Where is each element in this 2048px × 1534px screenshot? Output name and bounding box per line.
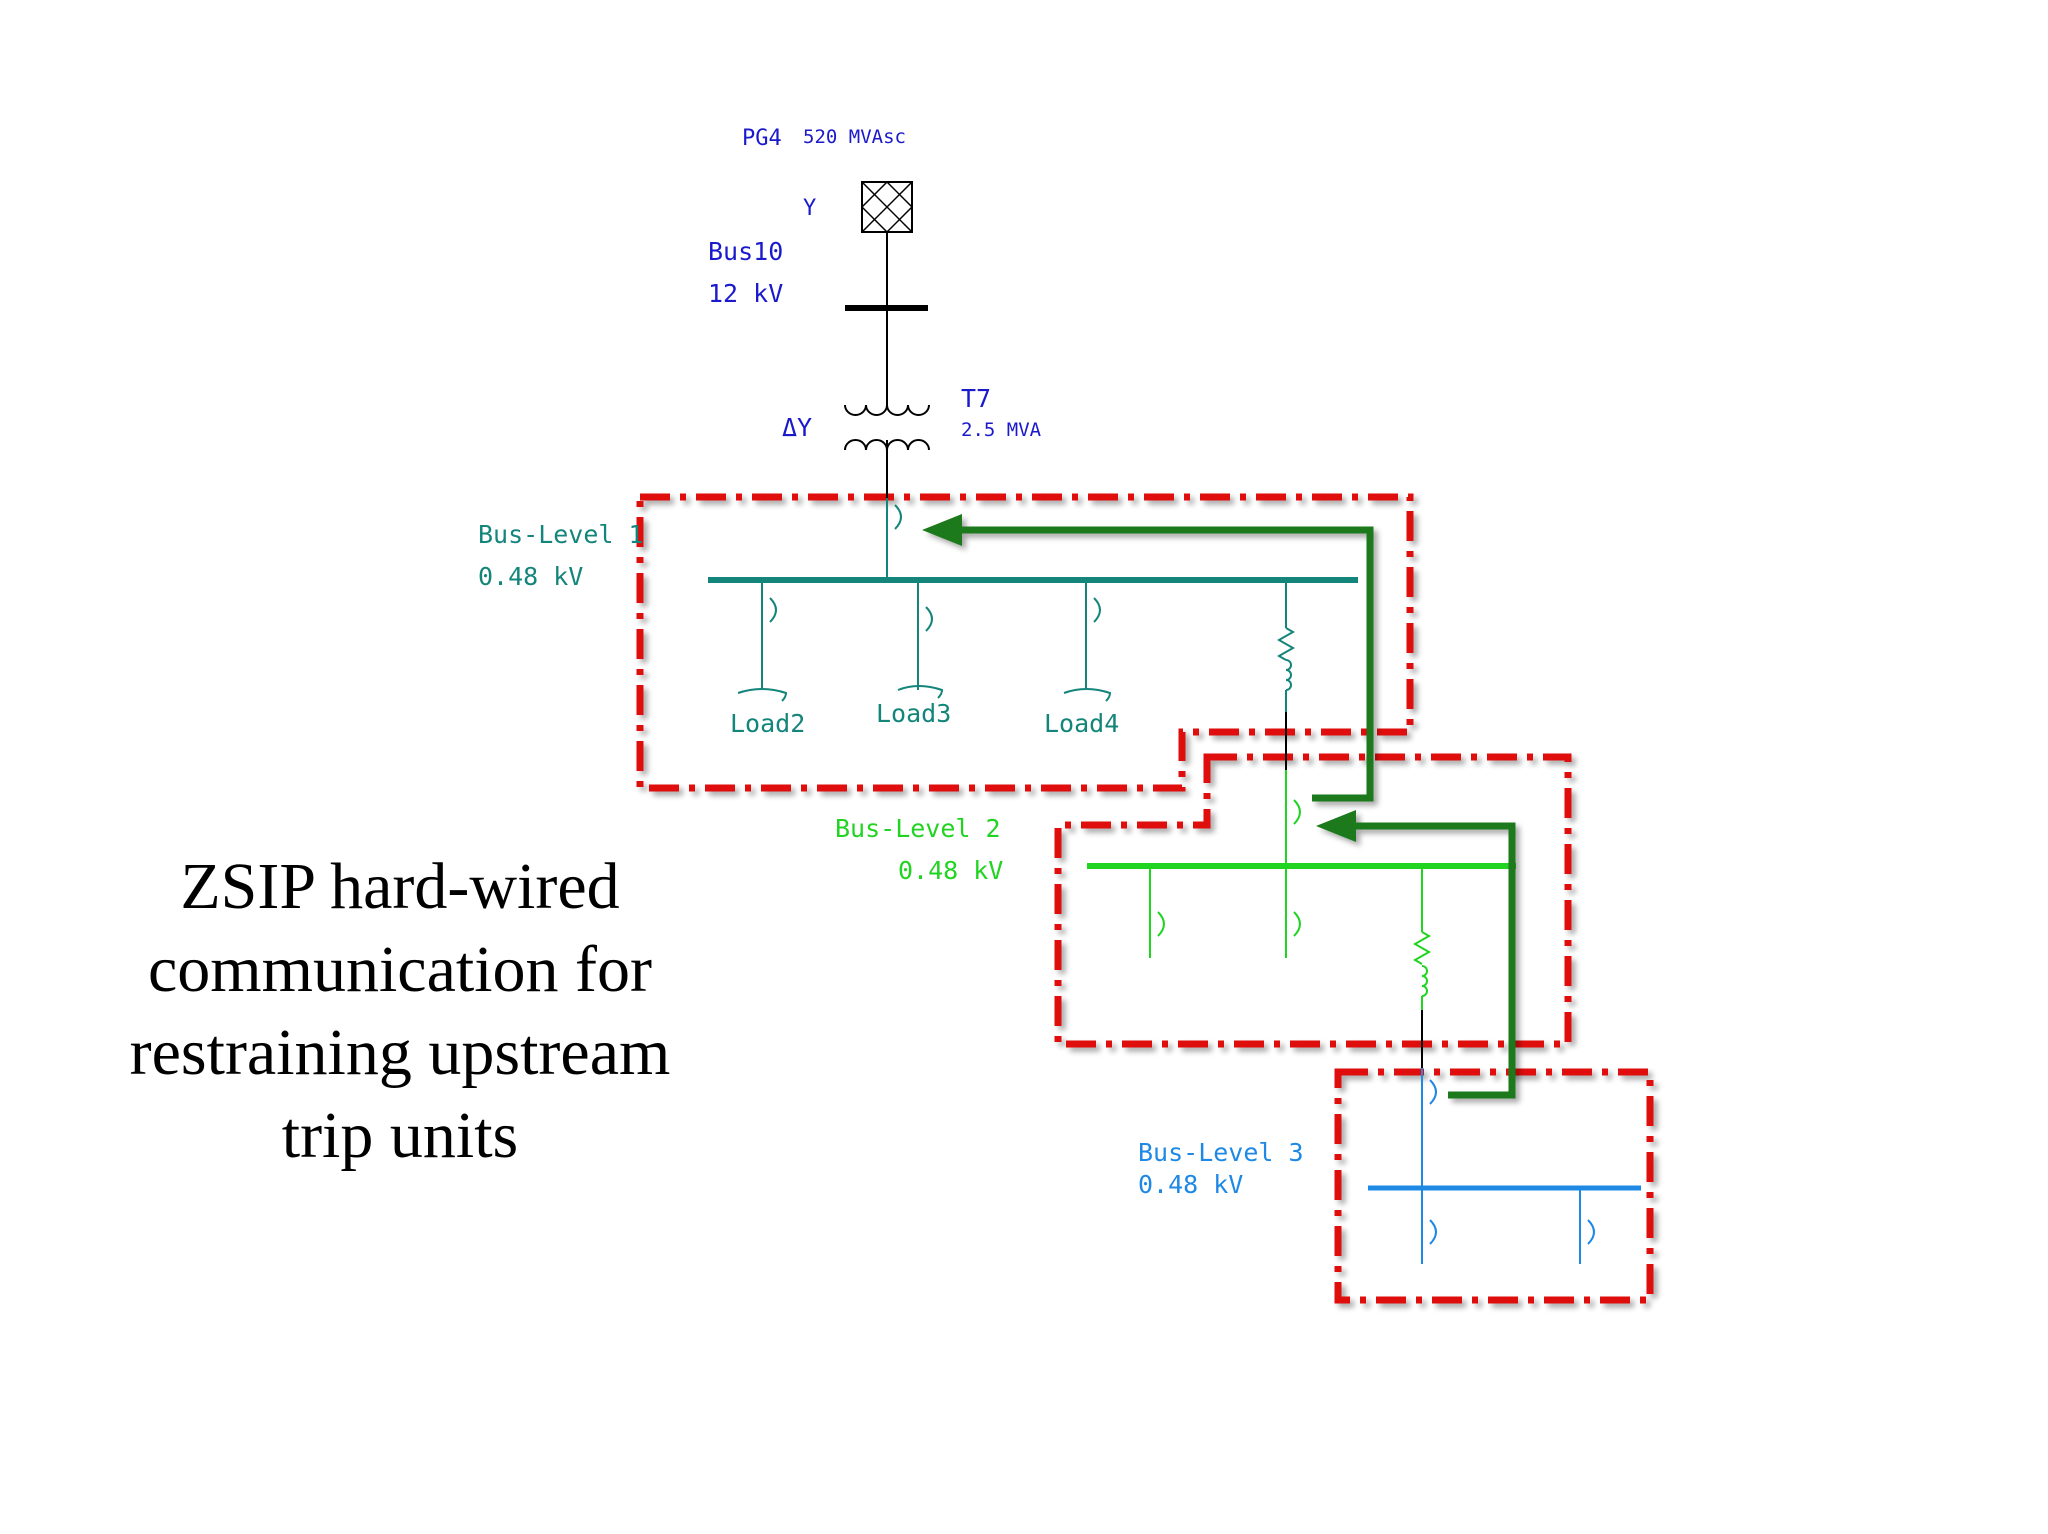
zsi-signal-level2-to-level1 — [960, 526, 1374, 802]
utility-source-hatch-icon — [861, 181, 913, 233]
source-rating: 520 MVAsc — [803, 126, 906, 148]
load3-symbol-icon — [897, 685, 944, 699]
bus-level-3-voltage: 0.48 kV — [1138, 1170, 1243, 1199]
load2-label: Load2 — [730, 709, 805, 738]
bus-level-3-name: Bus-Level 3 — [1138, 1138, 1304, 1167]
feeder-breaker-2a-icon[interactable] — [1149, 866, 1165, 958]
source-grounding-icon: Y — [803, 196, 816, 221]
bus10-name: Bus10 — [708, 237, 783, 266]
bus-level-1-name: Bus-Level 1 — [478, 520, 644, 549]
caption-line-1: ZSIP hard-wired — [180, 850, 620, 923]
caption-line-4: trip units — [281, 1099, 519, 1172]
feeder-breaker-load4-icon[interactable] — [1085, 580, 1101, 690]
bus-level-2-voltage: 0.48 kV — [898, 856, 1003, 885]
feeder-breaker-2b-icon[interactable] — [1285, 866, 1301, 958]
transformer-name: T7 — [961, 384, 991, 413]
bus-level-1-voltage: 0.48 kV — [478, 562, 583, 591]
caption-line-2: communication for — [147, 933, 653, 1006]
zsi-arrowhead-level2-icon — [1316, 810, 1356, 842]
bus-level-2-name: Bus-Level 2 — [835, 814, 1001, 843]
tie-inductor-2-icon — [1421, 965, 1428, 997]
tie-resistor-1-icon — [1276, 627, 1296, 661]
zsi-arrowhead-level1-icon — [922, 514, 962, 546]
zone-1-border — [636, 493, 1414, 792]
main-breaker-3-icon[interactable] — [1421, 1068, 1437, 1188]
source-name: PG4 — [742, 126, 782, 151]
load2-symbol-icon — [737, 688, 788, 702]
feeder-breaker-3a-icon[interactable] — [1421, 1188, 1437, 1264]
transformer-connection-icon: ΔY — [782, 413, 812, 442]
main-breaker-2-icon[interactable] — [1285, 770, 1301, 866]
tie-resistor-2-icon — [1412, 931, 1432, 965]
feeder-breaker-3b-icon[interactable] — [1579, 1188, 1595, 1264]
transformer-primary-winding-icon[interactable] — [844, 404, 930, 416]
tie-inductor-1-icon — [1285, 659, 1292, 691]
feeder-breaker-load3-icon[interactable] — [917, 580, 933, 690]
zone-3-border — [1334, 1068, 1654, 1304]
load4-label: Load4 — [1044, 709, 1119, 738]
caption: ZSIP hard-wired communication for restra… — [60, 845, 740, 1177]
bus10-voltage: 12 kV — [708, 279, 783, 308]
feeder-breaker-load2-icon[interactable] — [761, 580, 777, 690]
zsi-signal-level3-to-level2 — [1352, 822, 1516, 1099]
main-breaker-1-icon[interactable] — [886, 498, 902, 580]
load4-symbol-icon — [1063, 688, 1112, 702]
load3-label: Load3 — [876, 699, 951, 728]
transformer-rating: 2.5 MVA — [961, 419, 1042, 441]
caption-line-3: restraining upstream — [129, 1016, 671, 1089]
zone-2-border — [1054, 753, 1572, 1048]
